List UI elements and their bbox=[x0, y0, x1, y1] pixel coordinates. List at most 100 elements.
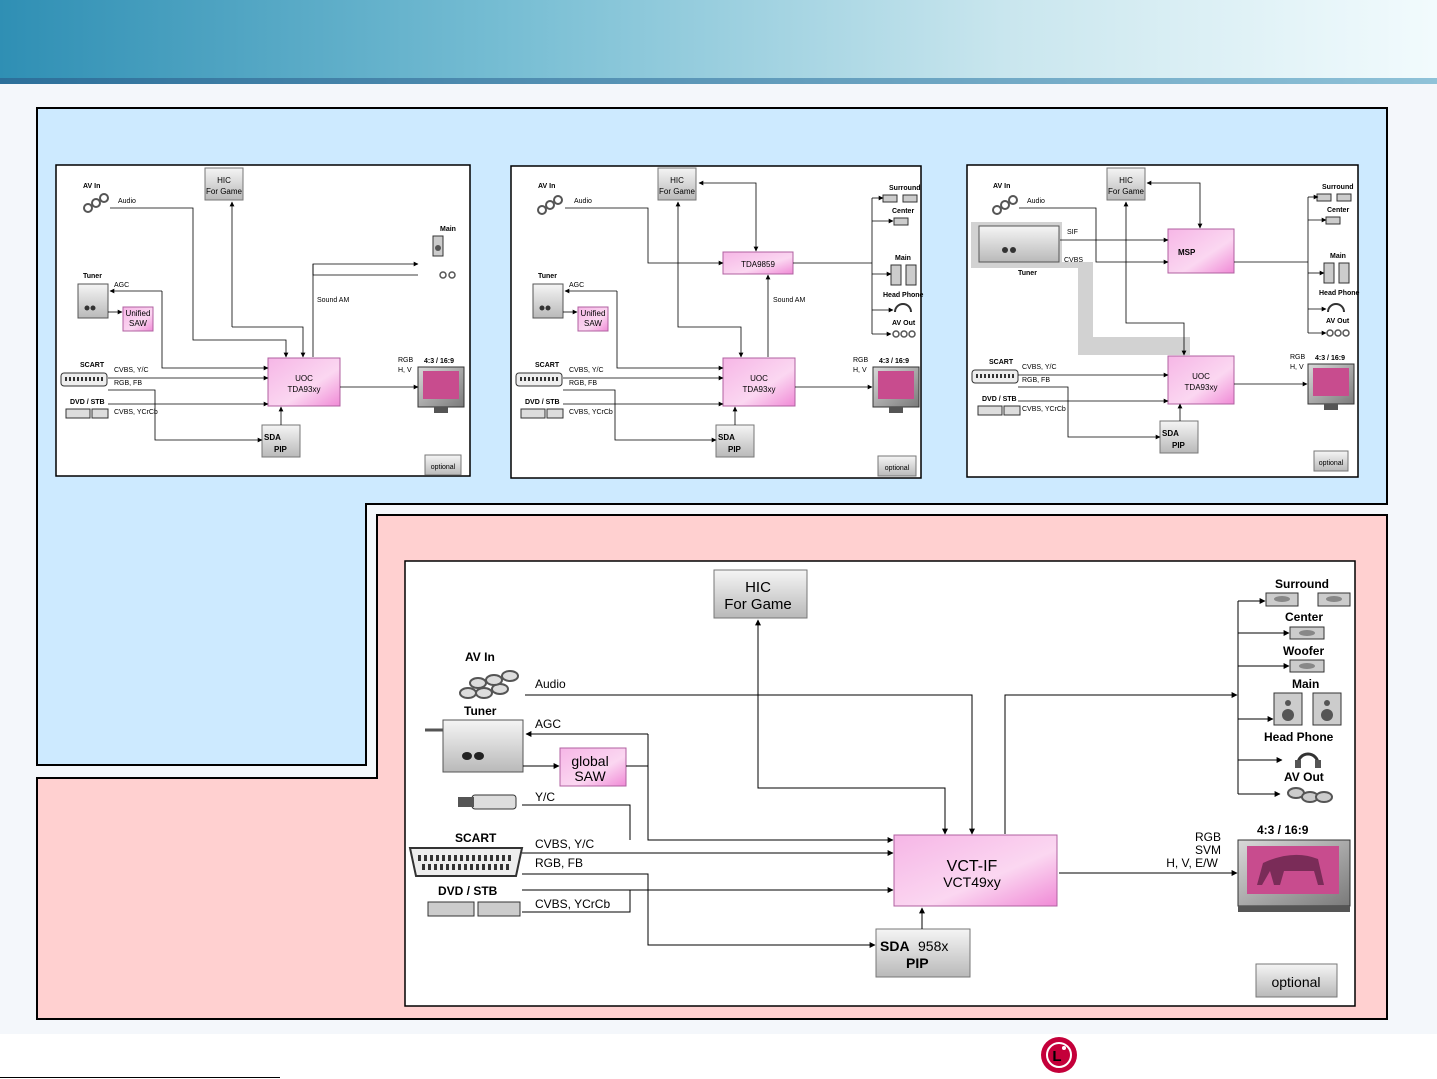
cvbs-yc-label: CVBS, Y/C bbox=[1022, 364, 1057, 371]
scart-label: SCART bbox=[535, 362, 560, 369]
sound-am-label: Sound AM bbox=[773, 297, 805, 304]
tv-icon bbox=[1307, 363, 1355, 410]
dvd-stb-label: DVD / STB bbox=[438, 884, 498, 898]
av-out-jacks-icon bbox=[892, 330, 916, 338]
surround-label: Surround bbox=[889, 185, 921, 192]
hic-block: HIC For Game bbox=[657, 167, 697, 201]
svg-text:optional: optional bbox=[431, 464, 456, 471]
svg-text:PIP: PIP bbox=[1172, 441, 1186, 450]
svg-text:SDA: SDA bbox=[264, 433, 281, 442]
dvd-stb-label: DVD / STB bbox=[982, 396, 1017, 403]
diagram-4: HIC For Game Surround Center Woofer Main… bbox=[404, 560, 1356, 1007]
main-label: Main bbox=[895, 255, 911, 262]
svg-text:TDA93xy: TDA93xy bbox=[288, 385, 321, 394]
hic-label: HIC bbox=[217, 176, 231, 185]
av-out-label: AV Out bbox=[892, 320, 916, 327]
sda-pip-block: SDA PIP bbox=[715, 424, 755, 458]
tuner-icon bbox=[77, 283, 109, 319]
head-phone-label: Head Phone bbox=[883, 292, 924, 299]
svg-text:HIC: HIC bbox=[1119, 176, 1133, 185]
uoc-chip-block: UOC TDA93xy bbox=[1167, 355, 1235, 405]
yc-label: Y/C bbox=[535, 790, 555, 804]
optional-block: optional bbox=[1313, 450, 1349, 472]
svg-text:TDA9859: TDA9859 bbox=[741, 260, 775, 269]
agc-label: AGC bbox=[535, 717, 561, 731]
svg-text:VCT49xy: VCT49xy bbox=[943, 874, 1001, 890]
headphone-icon bbox=[1327, 303, 1345, 313]
sda-pip-block: SDA PIP bbox=[1159, 420, 1199, 454]
rgb-fb-label: RGB, FB bbox=[114, 380, 142, 387]
title-underline bbox=[0, 78, 1437, 84]
rca-out-icon bbox=[439, 271, 456, 279]
hic-block: HIC For Game bbox=[1106, 167, 1146, 201]
hic-block: HIC For Game bbox=[204, 167, 244, 201]
aspect-label: 4:3 / 16:9 bbox=[424, 358, 454, 365]
scart-label: SCART bbox=[455, 831, 497, 845]
cvbs-ycrcb-label: CVBS, YCrCb bbox=[1022, 406, 1066, 413]
surround-label: Surround bbox=[1275, 577, 1329, 591]
rgb-label: RGB bbox=[1195, 830, 1221, 844]
tv-icon bbox=[872, 366, 920, 413]
rgb-label: RGB bbox=[853, 357, 869, 364]
main-speakers-icon bbox=[1273, 692, 1342, 726]
tv-icon bbox=[417, 366, 465, 413]
cvbs-label: CVBS bbox=[1064, 257, 1083, 264]
rgb-label: RGB bbox=[1290, 354, 1306, 361]
dvd-stb-label: DVD / STB bbox=[70, 399, 105, 406]
scart-connector-icon bbox=[971, 369, 1019, 384]
agc-label: AGC bbox=[569, 282, 584, 289]
camcorder-icon bbox=[458, 794, 517, 810]
svg-text:SAW: SAW bbox=[584, 319, 602, 328]
svg-text:UOC: UOC bbox=[750, 374, 768, 383]
rgb-label: RGB bbox=[398, 357, 414, 364]
svg-text:For Game: For Game bbox=[724, 596, 792, 613]
cvbs-yc-label: CVBS, Y/C bbox=[569, 367, 604, 374]
av-in-label: AV In bbox=[83, 183, 100, 190]
svg-text:Unified: Unified bbox=[581, 309, 606, 318]
saw-filter-block: Unified SAW bbox=[122, 306, 154, 332]
rca-jacks-icon bbox=[537, 195, 563, 215]
svg-text:SAW: SAW bbox=[574, 768, 606, 784]
uoc-chip-block: UOC TDA93xy bbox=[722, 357, 796, 407]
diagram-1-wires bbox=[108, 201, 419, 443]
sif-label: SIF bbox=[1067, 229, 1078, 236]
svg-text:Unified: Unified bbox=[126, 309, 151, 318]
saw-filter-block: Unified SAW bbox=[577, 306, 609, 332]
tuner-icon bbox=[425, 719, 524, 773]
tuner-label: Tuner bbox=[464, 704, 497, 718]
diagram-2-wires bbox=[563, 180, 894, 443]
aspect-label: 4:3 / 16:9 bbox=[1257, 823, 1309, 837]
svg-text:958x: 958x bbox=[918, 938, 948, 954]
sound-am-label: Sound AM bbox=[317, 297, 349, 304]
svg-text:MSP: MSP bbox=[1178, 248, 1196, 257]
center-label: Center bbox=[892, 208, 914, 215]
main-label: Main bbox=[1292, 677, 1319, 691]
svg-text:global: global bbox=[571, 753, 608, 769]
svg-text:PIP: PIP bbox=[728, 445, 742, 454]
svg-text:optional: optional bbox=[1271, 974, 1320, 990]
scart-connector-icon bbox=[408, 847, 524, 877]
center-label: Center bbox=[1327, 207, 1349, 214]
av-in-label: AV In bbox=[538, 183, 555, 190]
svg-text:SAW: SAW bbox=[129, 319, 147, 328]
sda-pip-block: SDA PIP bbox=[261, 424, 301, 458]
scart-connector-icon bbox=[60, 372, 108, 387]
headphone-icon bbox=[894, 303, 912, 313]
cvbs-ycrcb-label: CVBS, YCrCb bbox=[114, 409, 158, 416]
optional-block: optional bbox=[877, 455, 917, 477]
center-speaker-icon bbox=[1325, 216, 1341, 225]
svg-text:TDA93xy: TDA93xy bbox=[1185, 383, 1218, 392]
diagram-2: HIC For Game AV In Audio TDA9859 Surroun… bbox=[510, 165, 924, 479]
diagram-3: HIC For Game AV In Audio SIF CVBS Tuner … bbox=[966, 164, 1360, 478]
rgb-fb-label: RGB, FB bbox=[1022, 377, 1050, 384]
woofer-label: Woofer bbox=[1283, 644, 1324, 658]
footer-rule bbox=[0, 1077, 280, 1078]
hv-ew-label: H, V, E/W bbox=[1166, 856, 1218, 870]
av-out-jacks-icon bbox=[1287, 787, 1333, 803]
woofer-speaker-icon bbox=[1289, 659, 1325, 673]
cvbs-ycrcb-label: CVBS, YCrCb bbox=[535, 897, 610, 911]
dvd-player-icon bbox=[65, 408, 109, 419]
svg-text:VCT-IF: VCT-IF bbox=[947, 858, 998, 875]
head-phone-label: Head Phone bbox=[1264, 730, 1334, 744]
rca-jacks-icon bbox=[459, 670, 519, 699]
